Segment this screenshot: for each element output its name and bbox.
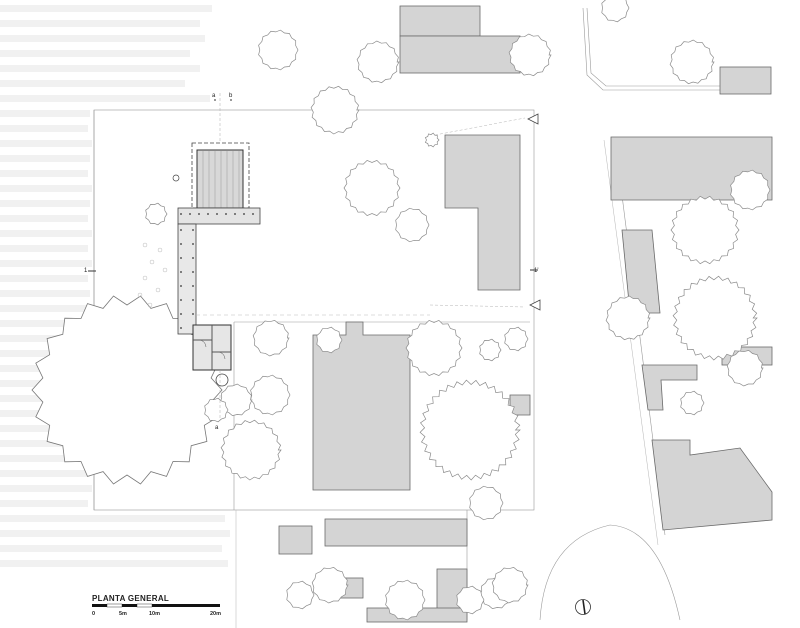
tree-canopy-30 [385,579,426,621]
tree-canopy-27 [204,397,229,423]
building-south-1 [278,525,313,555]
section-mark-1-left: 1 [84,268,88,274]
tree-canopy-14 [605,295,651,341]
tree-canopy-7 [343,159,401,217]
trees [31,0,771,621]
scale-tick-0: 0 [92,611,95,617]
building-north-2 [399,35,521,74]
tree-canopy-6 [310,85,360,135]
tree-canopy-15 [726,350,764,387]
tree-canopy-11 [670,195,740,265]
viewpoint-marker-top [527,113,539,125]
building-small [509,394,531,416]
building-northeast [719,66,772,95]
tree-canopy-3 [508,33,552,77]
tree-canopy-13 [672,275,758,361]
tree-canopy-5 [669,39,715,85]
tree-canopy-33 [456,585,485,615]
tree-canopy-9 [424,132,440,148]
section-mark-a-top: a [212,93,216,99]
tree-canopy-16 [680,390,705,416]
tree-canopy-26 [220,419,282,481]
building-east-5 [651,439,773,531]
tree-canopy-4 [601,0,630,23]
pavilion [137,93,430,420]
building-east-4 [641,364,698,411]
tree-canopy-29 [311,567,349,604]
scale-bar: PLANTA GENERAL 0 5m 10m 20m [92,594,221,617]
tree-canopy-25 [219,383,253,416]
tree-canopy-20 [316,326,343,354]
building-south-2 [324,518,468,547]
faded-bands [0,5,230,567]
north-arrow-icon [575,599,591,615]
tree-canopy-18 [479,338,502,362]
building-north-1 [399,5,481,37]
section-mark-a-bottom: a [215,425,219,431]
tree-canopy-large [31,295,223,485]
tree-canopy-21 [405,319,463,377]
tree-canopy-17 [504,326,529,352]
scale-tick-10m: 10m [149,611,160,617]
section-mark-1-right: 1' [534,268,538,274]
scale-tick-20m: 20m [210,611,221,617]
markers: a b a 1 1' [84,93,541,431]
building-central [312,321,411,491]
tree-canopy-19 [252,320,290,357]
building-east-2 [621,229,661,314]
tree-canopy-28 [286,580,315,610]
tree-canopy-12 [730,169,771,211]
tree-canopy-8 [395,207,430,243]
tree-canopy-1 [258,29,299,71]
building-east-l [444,134,521,291]
tree-canopy-22 [419,379,521,481]
tree-canopy-23 [469,485,504,521]
tree-canopy-10 [145,202,168,226]
tree-canopy-2 [356,40,400,84]
scale-tick-5m: 5m [119,611,127,617]
tree-canopy-24 [250,374,291,416]
viewpoint-marker-bottom [529,299,541,311]
section-mark-b-top: b [229,93,233,99]
tree-canopy-32 [491,567,529,604]
plan-title: PLANTA GENERAL [92,594,169,603]
